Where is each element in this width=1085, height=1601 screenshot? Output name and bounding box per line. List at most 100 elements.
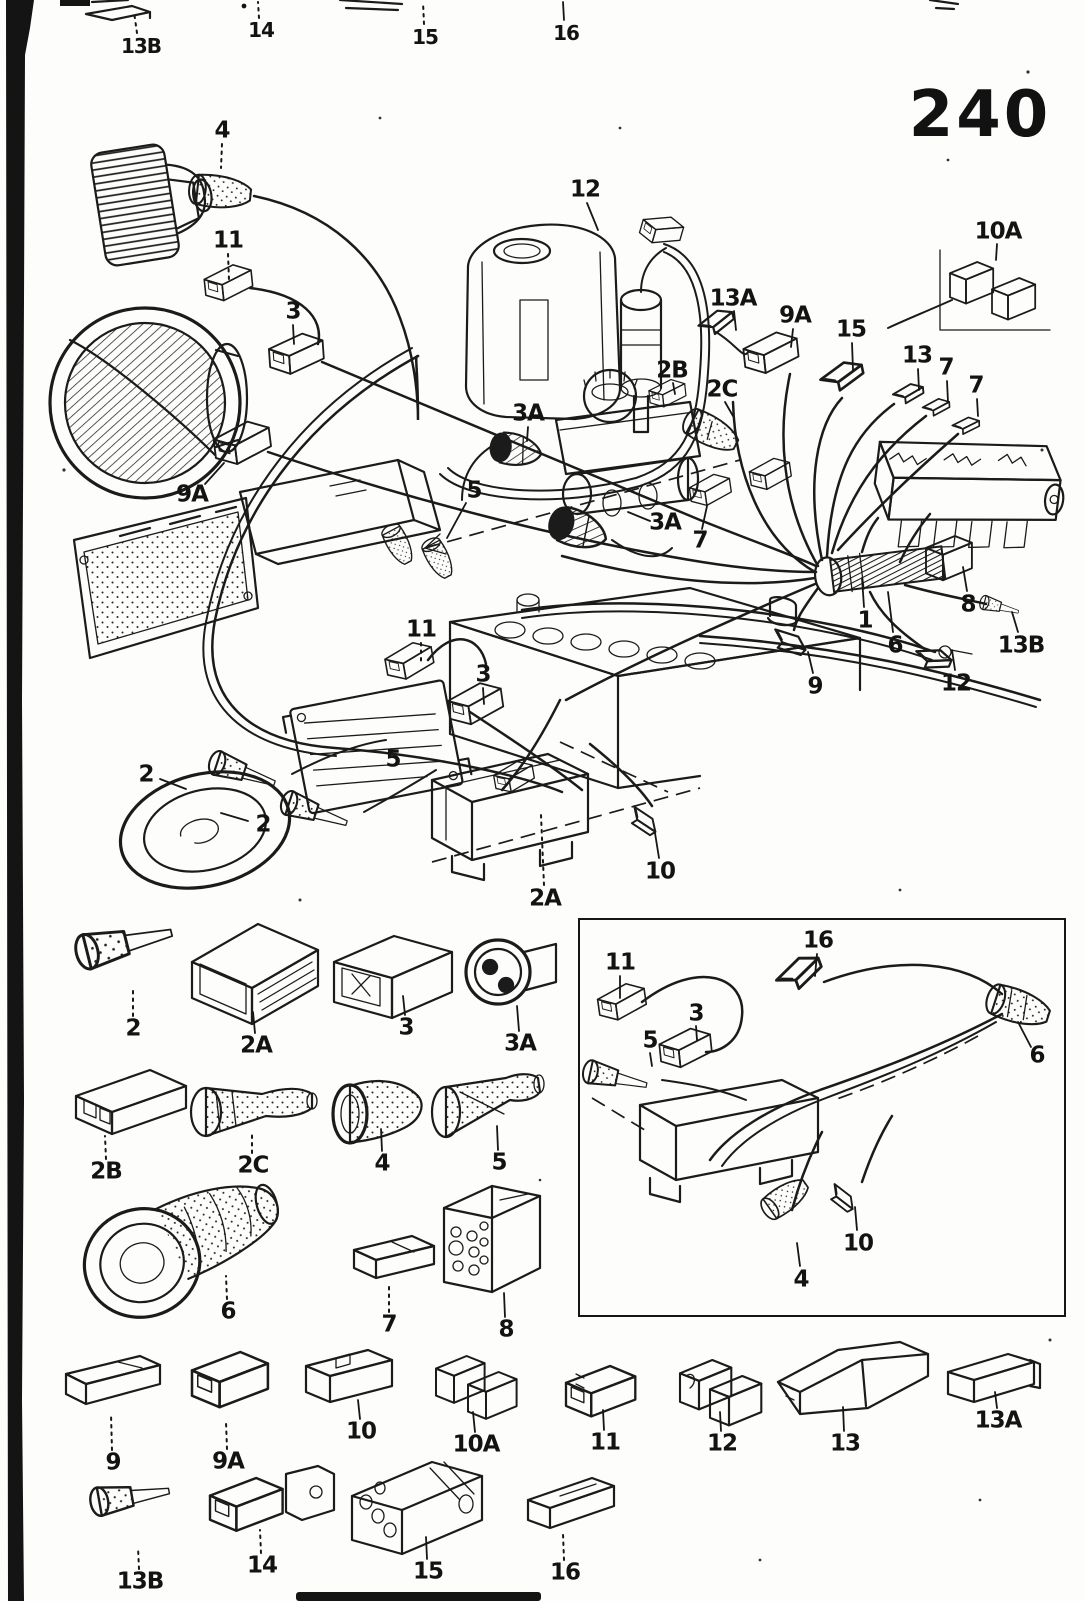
figure-10a xyxy=(887,249,1051,331)
callout-gallery-13: 13 xyxy=(829,1430,861,1457)
part-2b xyxy=(74,1068,188,1136)
part-5 xyxy=(430,1073,545,1139)
callout-main-11: 11 xyxy=(212,227,244,254)
inset-detail-frame xyxy=(578,918,1066,1317)
callout-gallery-13b: 13B xyxy=(116,1568,165,1595)
callout-main-13b: 13B xyxy=(997,632,1046,659)
callout-gallery-8: 8 xyxy=(498,1316,514,1343)
callout-inset-16: 16 xyxy=(802,927,834,954)
callout-main-4: 4 xyxy=(214,117,230,144)
bracket-2a xyxy=(430,752,590,882)
callout-top-edge-16: 16 xyxy=(553,21,580,45)
callout-gallery-3: 3 xyxy=(398,1014,414,1041)
callout-gallery-2b: 2B xyxy=(90,1158,123,1185)
callout-gallery-10a: 10A xyxy=(452,1431,501,1458)
scan-noise xyxy=(62,70,1052,1562)
callout-top-edge-13b: 13B xyxy=(120,34,162,58)
callout-inset-5: 5 xyxy=(642,1027,658,1054)
callout-gallery-12: 12 xyxy=(706,1430,738,1457)
callout-gallery-6: 6 xyxy=(220,1298,236,1325)
callout-main-7: 7 xyxy=(692,527,708,554)
callout-main-3: 3 xyxy=(285,298,301,325)
battery xyxy=(448,586,862,790)
main-illustration xyxy=(48,143,1065,890)
callout-main-2a: 2A xyxy=(529,885,562,912)
callout-gallery-4: 4 xyxy=(374,1150,390,1177)
parts-gallery xyxy=(64,912,1042,1556)
washer-reservoir xyxy=(464,223,622,421)
callout-main-11: 11 xyxy=(405,616,437,643)
callout-gallery-9: 9 xyxy=(105,1449,121,1476)
brake-master-cylinder xyxy=(554,368,702,517)
callout-gallery-11: 11 xyxy=(589,1429,621,1456)
callout-gallery-9a: 9A xyxy=(212,1448,245,1475)
part-12 xyxy=(678,1358,763,1427)
callout-main-10a: 10A xyxy=(974,218,1023,245)
callout-main-7: 7 xyxy=(968,372,984,399)
callout-inset-11: 11 xyxy=(604,949,636,976)
page-number: 240 xyxy=(908,78,1052,152)
part-10 xyxy=(304,1348,394,1404)
part-2c xyxy=(189,1086,318,1138)
callout-main-15: 15 xyxy=(835,316,867,343)
callout-gallery-5: 5 xyxy=(491,1149,507,1176)
part-13 xyxy=(776,1340,930,1416)
part-11 xyxy=(564,1364,637,1418)
callout-main-12: 12 xyxy=(940,670,972,697)
callout-main-9a: 9A xyxy=(176,481,209,508)
callout-main-2: 2 xyxy=(138,761,154,788)
top-edge-cutoff-parts xyxy=(84,0,960,22)
callout-main-13: 13 xyxy=(901,342,933,369)
part-3a xyxy=(464,938,558,1006)
callout-main-7: 7 xyxy=(938,354,954,381)
callout-gallery-10: 10 xyxy=(345,1418,377,1445)
callout-main-2c: 2C xyxy=(706,376,739,403)
callout-inset-10: 10 xyxy=(842,1230,874,1257)
boot-2c-main xyxy=(677,404,744,459)
inset-frame-part xyxy=(638,1078,820,1204)
callout-gallery-2c: 2C xyxy=(237,1152,270,1179)
callout-main-2b: 2B xyxy=(656,357,689,384)
callout-main-8: 8 xyxy=(960,591,976,618)
part-14 xyxy=(208,1464,336,1533)
callout-gallery-2: 2 xyxy=(125,1015,141,1042)
callout-main-2: 2 xyxy=(255,811,271,838)
callout-main-5: 5 xyxy=(466,477,482,504)
part-4 xyxy=(331,1079,423,1145)
callout-main-13a: 13A xyxy=(709,285,758,312)
inset-illustration xyxy=(579,950,1055,1225)
turn-signal-lamp xyxy=(72,496,260,660)
callout-gallery-16: 16 xyxy=(549,1559,581,1586)
callout-gallery-15: 15 xyxy=(412,1558,444,1585)
callout-gallery-2a: 2A xyxy=(240,1032,273,1059)
callout-main-9a: 9A xyxy=(779,302,812,329)
callout-main-3: 3 xyxy=(475,661,491,688)
harness-hub xyxy=(813,545,947,597)
part-13a xyxy=(946,1352,1042,1404)
callout-gallery-13a: 13A xyxy=(974,1407,1023,1434)
callout-main-1: 1 xyxy=(857,607,873,634)
callout-main-3a: 3A xyxy=(649,509,682,536)
callout-main-6: 6 xyxy=(887,632,903,659)
callout-gallery-3a: 3A xyxy=(504,1030,537,1057)
callout-main-3a: 3A xyxy=(512,400,545,427)
callout-top-edge-15: 15 xyxy=(412,25,439,49)
callout-inset-3: 3 xyxy=(688,1000,704,1027)
part-15 xyxy=(350,1460,484,1556)
callout-main-5: 5 xyxy=(385,746,401,773)
scan-edge-artifact xyxy=(6,0,541,1601)
finned-bracket-5 xyxy=(281,679,473,815)
callout-inset-6: 6 xyxy=(1029,1042,1045,1069)
callout-inset-4: 4 xyxy=(793,1266,809,1293)
part-9 xyxy=(64,1354,162,1406)
callout-main-9: 9 xyxy=(807,673,823,700)
callout-main-12: 12 xyxy=(569,176,601,203)
part-6 xyxy=(82,1183,279,1319)
part-7 xyxy=(352,1234,436,1280)
part-2a xyxy=(190,922,320,1026)
inset-boot-6 xyxy=(981,980,1055,1033)
headlamp xyxy=(48,306,249,500)
part-8 xyxy=(442,1184,542,1294)
